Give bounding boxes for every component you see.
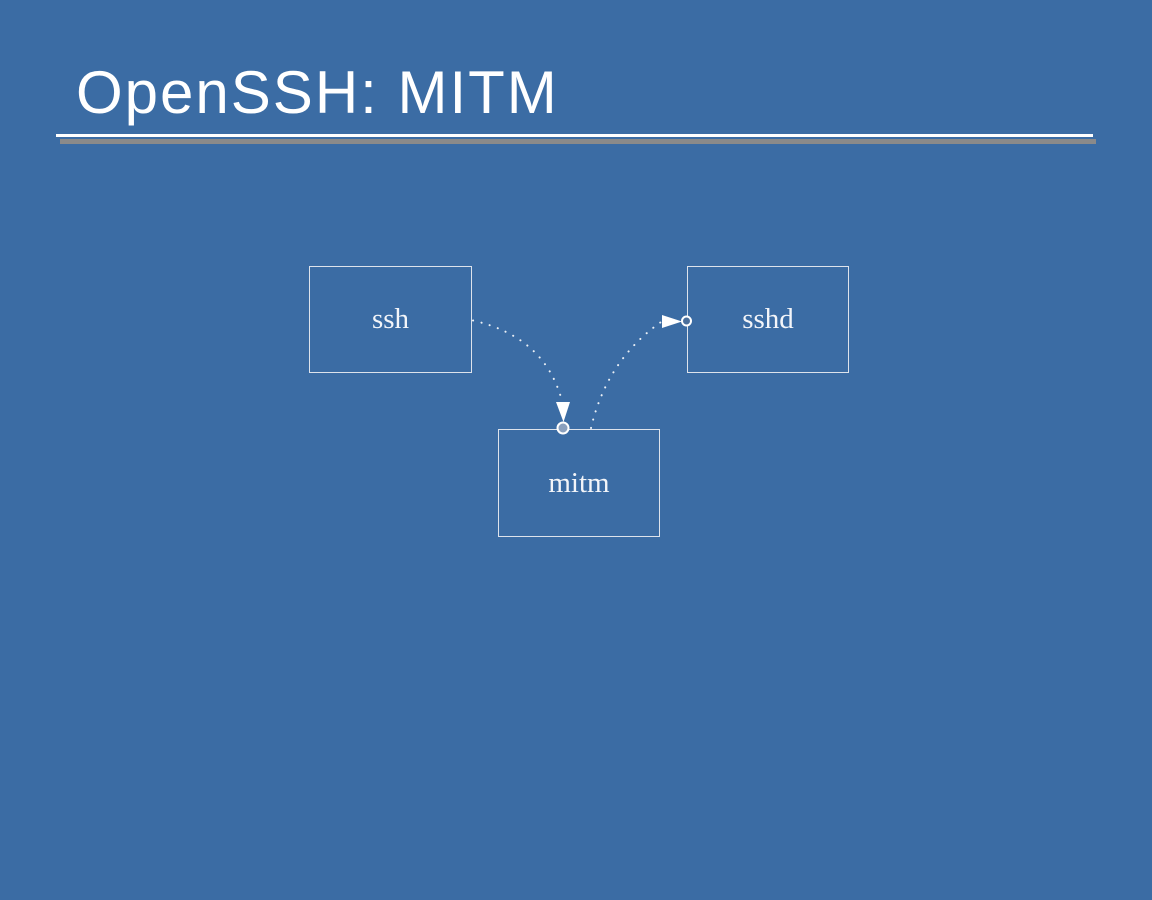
edge-mitm-to-sshd-dotted-line: [590, 321, 662, 429]
node-mitm: mitm: [498, 429, 660, 537]
page-title: OpenSSH: MITM: [76, 59, 559, 126]
node-ssh: ssh: [309, 266, 472, 373]
node-ssh-label: ssh: [371, 303, 410, 335]
edge-ssh-to-mitm-dotted-line: [472, 319, 563, 402]
node-sshd-label: sshd: [742, 303, 794, 335]
title-underline-shadow: [60, 139, 1096, 144]
node-sshd: sshd: [687, 266, 849, 373]
title-underline: [56, 134, 1093, 137]
node-mitm-label: mitm: [548, 466, 610, 499]
arrowhead-into-sshd: [662, 315, 682, 328]
arrowhead-into-mitm: [556, 402, 570, 422]
